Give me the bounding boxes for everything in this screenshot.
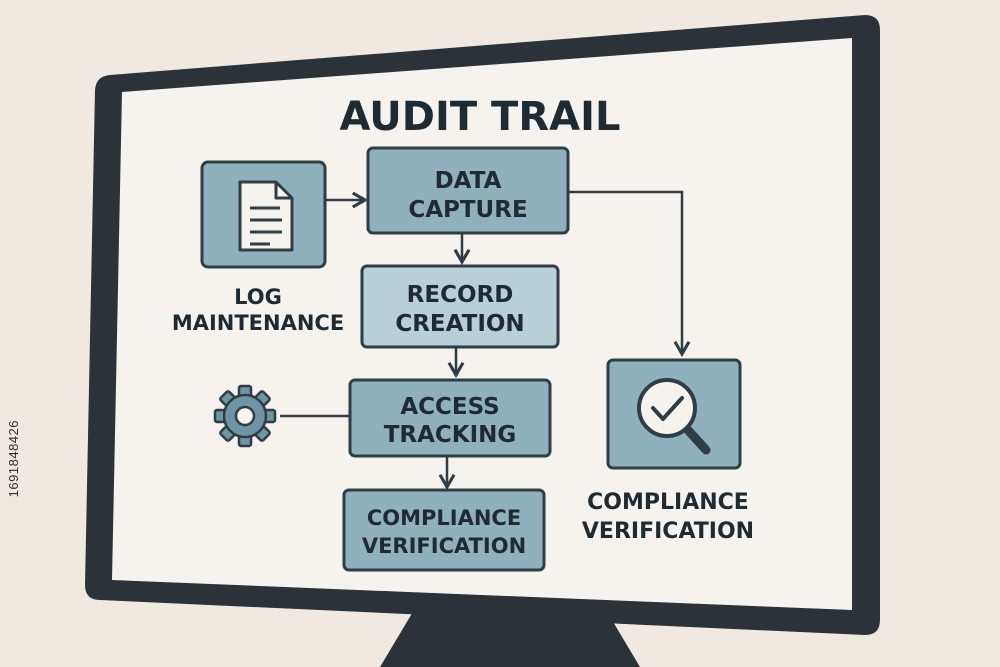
compliance-label-line1: COMPLIANCE xyxy=(587,490,749,515)
compliance-label-line2: VERIFICATION xyxy=(582,519,754,544)
stock-image-id: 1691848426 xyxy=(6,420,21,498)
arrow-capture-to-verification xyxy=(568,190,691,358)
document-icon xyxy=(238,180,294,252)
data-capture-node: DATA CAPTURE xyxy=(366,146,570,235)
magnifier-check-icon xyxy=(637,378,711,455)
diagram-title: AUDIT TRAIL xyxy=(340,94,621,140)
access-tracking-line1: ACCESS xyxy=(400,394,499,420)
record-creation-line2: CREATION xyxy=(395,311,524,337)
access-tracking-node: ACCESS TRACKING xyxy=(348,378,552,458)
access-tracking-line2: TRACKING xyxy=(384,422,517,448)
log-label-line2: MAINTENANCE xyxy=(172,311,344,335)
log-label-line1: LOG xyxy=(234,285,282,309)
record-creation-node: RECORD CREATION xyxy=(360,264,560,349)
record-creation-line1: RECORD xyxy=(407,282,514,308)
compliance-box-line1: COMPLIANCE xyxy=(367,506,521,530)
data-capture-line1: DATA xyxy=(435,168,502,194)
log-maintenance-node xyxy=(200,160,327,269)
gear-icon xyxy=(213,384,277,448)
data-capture-line2: CAPTURE xyxy=(408,197,527,223)
verification-icon-node xyxy=(606,358,742,470)
compliance-box-line2: VERIFICATION xyxy=(362,534,526,558)
compliance-verification-node: COMPLIANCE VERIFICATION xyxy=(342,488,546,572)
